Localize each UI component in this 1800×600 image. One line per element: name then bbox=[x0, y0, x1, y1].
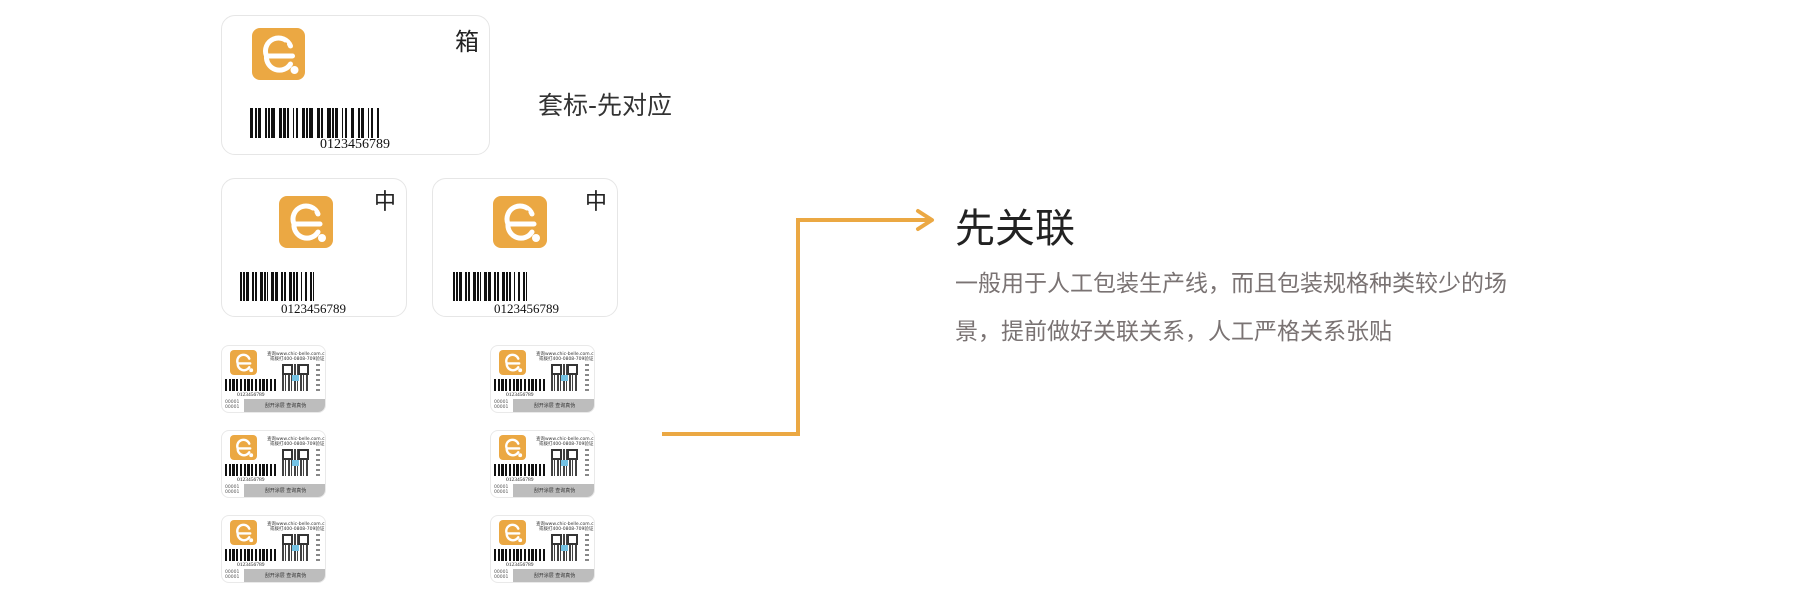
verify-phone-text: 或拨打400-0808-709验证 bbox=[270, 357, 325, 362]
barcode-number: 0123456789 bbox=[506, 392, 534, 398]
brand-logo-icon bbox=[493, 196, 547, 248]
barcode-graphic bbox=[225, 464, 279, 476]
verify-phone-text: 或拨打400-0808-709验证 bbox=[539, 442, 594, 447]
verify-phone-text: 或拨打400-0808-709验证 bbox=[270, 442, 325, 447]
brand-logo-icon bbox=[230, 350, 257, 375]
barcode-graphic bbox=[494, 379, 548, 391]
barcode-graphic bbox=[494, 549, 548, 561]
qr-code-icon bbox=[282, 534, 309, 561]
panel-title: 先关联 bbox=[955, 206, 1075, 252]
scratch-band: 刮开涂层 查询真伪 bbox=[244, 569, 325, 582]
size-indicator-middle: 中 bbox=[373, 190, 396, 215]
barcode-number: 0123456789 bbox=[320, 137, 390, 152]
small-product-label: 查询www.chic-belle.com.cn 或拨打400-0808-709验… bbox=[490, 515, 595, 583]
side-text-graphic bbox=[316, 534, 320, 561]
scratch-band: 刮开涂层 查询真伪 bbox=[513, 484, 594, 497]
qr-code-icon bbox=[551, 364, 578, 391]
barcode-graphic bbox=[240, 272, 387, 301]
small-product-label: 查询www.chic-belle.com.cn 或拨打400-0808-709验… bbox=[490, 430, 595, 498]
verify-url-text: 查询www.chic-belle.com.cn bbox=[536, 522, 595, 527]
barcode-number: 0123456789 bbox=[281, 301, 346, 316]
barcode-graphic bbox=[225, 549, 279, 561]
caption-label: 套标-先对应 bbox=[538, 91, 673, 120]
description-line: 景，提前做好关联关系，人工严格关系张贴 bbox=[955, 319, 1392, 345]
side-text-graphic bbox=[585, 534, 589, 561]
brand-logo-icon bbox=[230, 520, 257, 545]
panel-description: 一般用于人工包装生产线，而且包装规格种类较少的场 景，提前做好关联关系，人工严格… bbox=[955, 260, 1595, 356]
brand-logo-icon bbox=[499, 520, 526, 545]
brand-logo-icon bbox=[252, 28, 305, 80]
brand-logo-icon bbox=[499, 350, 526, 375]
barcode-number: 0123456789 bbox=[237, 562, 265, 568]
size-indicator-middle: 中 bbox=[584, 190, 607, 215]
barcode-graphic bbox=[494, 464, 548, 476]
qr-code-icon bbox=[551, 534, 578, 561]
barcode-number: 0123456789 bbox=[237, 477, 265, 483]
barcode-graphic bbox=[250, 108, 460, 138]
verify-url-text: 查询www.chic-belle.com.cn bbox=[267, 522, 326, 527]
small-product-label: 查询www.chic-belle.com.cn 或拨打400-0808-709验… bbox=[221, 515, 326, 583]
brand-logo-icon bbox=[279, 196, 333, 248]
verify-url-text: 查询www.chic-belle.com.cn bbox=[536, 437, 595, 442]
qr-code-icon bbox=[551, 449, 578, 476]
small-product-label: 查询www.chic-belle.com.cn 或拨打400-0808-709验… bbox=[221, 345, 326, 413]
middle-label-card: 中 0123456789 bbox=[221, 178, 407, 317]
verify-phone-text: 或拨打400-0808-709验证 bbox=[539, 527, 594, 532]
qr-code-icon bbox=[282, 449, 309, 476]
verify-url-text: 查询www.chic-belle.com.cn bbox=[267, 437, 326, 442]
barcode-number: 0123456789 bbox=[506, 477, 534, 483]
brand-logo-icon bbox=[230, 435, 257, 460]
brand-logo-icon bbox=[499, 435, 526, 460]
size-indicator-box: 箱 bbox=[455, 28, 479, 56]
verify-url-text: 查询www.chic-belle.com.cn bbox=[267, 352, 326, 357]
side-text-graphic bbox=[585, 449, 589, 476]
small-product-label: 查询www.chic-belle.com.cn 或拨打400-0808-709验… bbox=[490, 345, 595, 413]
scratch-band: 刮开涂层 查询真伪 bbox=[513, 399, 594, 412]
barcode-number: 0123456789 bbox=[494, 301, 559, 316]
scratch-band: 刮开涂层 查询真伪 bbox=[244, 484, 325, 497]
side-text-graphic bbox=[316, 449, 320, 476]
small-product-label: 查询www.chic-belle.com.cn 或拨打400-0808-709验… bbox=[221, 430, 326, 498]
scratch-band: 刮开涂层 查询真伪 bbox=[244, 399, 325, 412]
middle-label-card: 中 0123456789 bbox=[432, 178, 618, 317]
verify-phone-text: 或拨打400-0808-709验证 bbox=[270, 527, 325, 532]
barcode-number: 0123456789 bbox=[506, 562, 534, 568]
verify-url-text: 查询www.chic-belle.com.cn bbox=[536, 352, 595, 357]
barcode-graphic bbox=[225, 379, 279, 391]
description-line: 一般用于人工包装生产线，而且包装规格种类较少的场 bbox=[955, 271, 1507, 297]
barcode-graphic bbox=[453, 272, 600, 301]
verify-phone-text: 或拨打400-0808-709验证 bbox=[539, 357, 594, 362]
box-label-card: 箱 0123456789 bbox=[221, 15, 490, 155]
barcode-number: 0123456789 bbox=[237, 392, 265, 398]
qr-code-icon bbox=[282, 364, 309, 391]
side-text-graphic bbox=[316, 364, 320, 391]
scratch-band: 刮开涂层 查询真伪 bbox=[513, 569, 594, 582]
side-text-graphic bbox=[585, 364, 589, 391]
